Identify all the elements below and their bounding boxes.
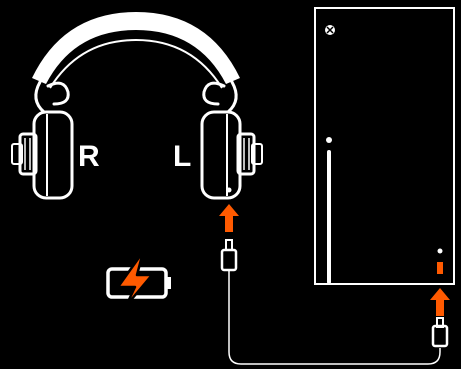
left-ear-label: L	[173, 140, 191, 173]
console-led-icon	[438, 249, 443, 254]
arrow-up-icon	[219, 204, 239, 232]
left-earcup	[202, 112, 262, 198]
right-ear-label: R	[78, 140, 100, 173]
usb-c-plug-icon	[222, 240, 236, 270]
arrow-up-icon	[430, 288, 450, 316]
disc-slot	[327, 150, 331, 284]
usb-c-plug-icon	[433, 318, 447, 346]
battery-charging-icon	[108, 252, 171, 306]
right-earcup	[12, 112, 72, 198]
headset-icon: R L	[12, 12, 262, 198]
headset-led-icon	[227, 188, 232, 193]
xbox-series-x-icon	[315, 8, 454, 284]
headband	[32, 12, 240, 84]
xbox-logo-icon	[325, 25, 335, 35]
console-usb-port	[437, 262, 443, 274]
disc-eject-indicator	[326, 137, 332, 143]
